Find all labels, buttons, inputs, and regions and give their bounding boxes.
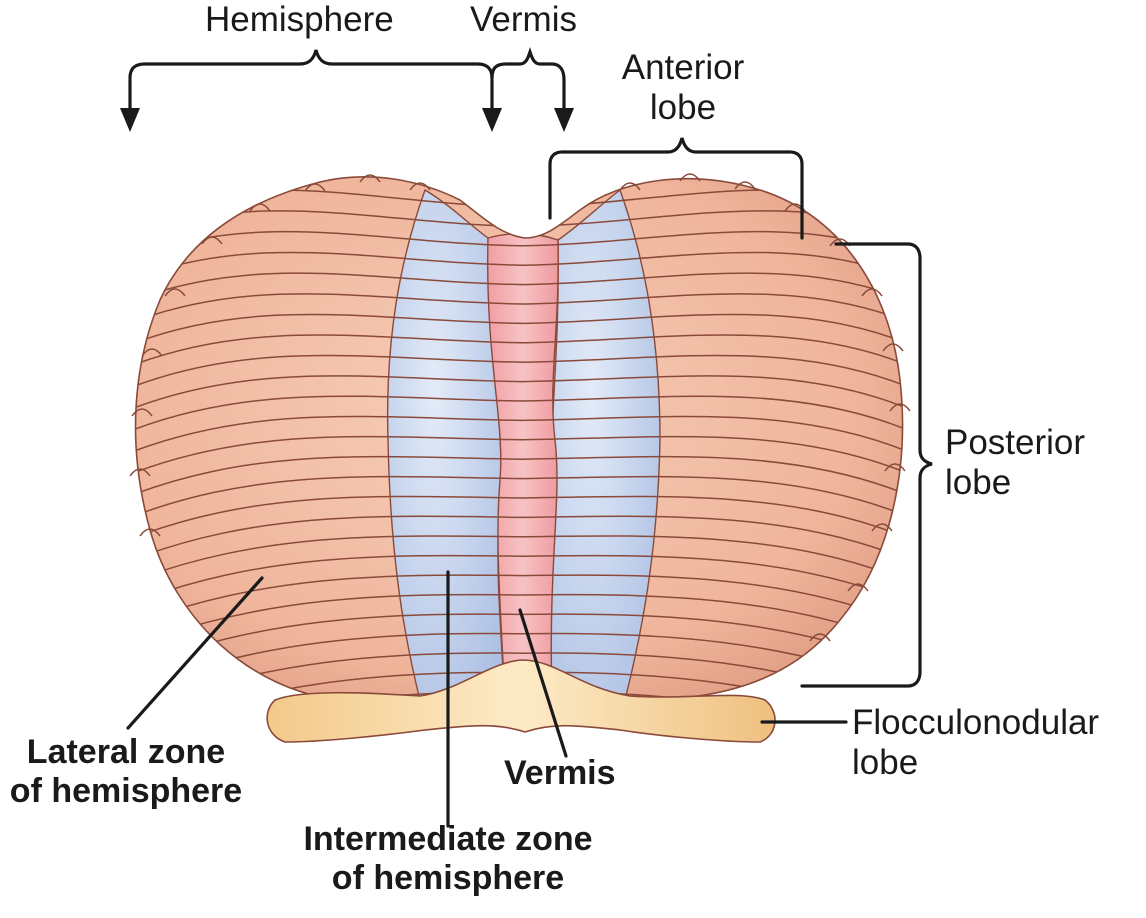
anterior-lobe-label: Anterior lobe: [621, 48, 745, 128]
folium-line: [135, 375, 903, 411]
folium-scallop: [359, 174, 381, 183]
folium-scallop: [139, 528, 161, 537]
folium-line: [135, 535, 903, 583]
folium-scallop: [882, 343, 904, 352]
folium-line: [135, 495, 903, 540]
folium-line: [135, 515, 903, 562]
folium-line: [135, 334, 903, 367]
vermis-region: [486, 233, 559, 700]
hemisphere-vermis-brackets: [120, 46, 574, 132]
folium-line: [135, 395, 903, 432]
flocculonodular-lobe-region: [266, 659, 776, 743]
intermediate-zone-label: Intermediate zone of hemisphere: [303, 820, 593, 898]
folium-line: [135, 554, 903, 605]
folium-line: [135, 593, 903, 648]
folium-line: [135, 475, 903, 519]
folia-lines: [135, 189, 903, 700]
folium-scallop: [734, 181, 756, 190]
folium-scallop: [131, 408, 153, 417]
folium-line: [135, 455, 903, 497]
folium-line: [135, 632, 903, 691]
lateral-zone-label: Lateral zone of hemisphere: [9, 733, 243, 811]
flocculonodular-lobe-label: Flocculonodular lobe: [852, 703, 1100, 783]
folium-scallop: [847, 583, 869, 592]
hemisphere-top-label: Hemisphere: [205, 0, 394, 39]
folium-line: [135, 272, 903, 303]
posterior-lobe-bracket: [800, 242, 933, 688]
folium-scallop: [809, 633, 831, 642]
folium-scallop: [409, 182, 431, 191]
folium-scallop: [201, 236, 223, 245]
folium-scallop: [164, 288, 186, 297]
folium-line: [135, 354, 903, 389]
folium-line: [135, 230, 903, 259]
folium-scallop: [884, 463, 906, 472]
folium-scallop: [871, 523, 893, 532]
anterior-lobe-bracket: [548, 137, 804, 240]
folium-scallop: [141, 348, 163, 357]
folium-scallop: [249, 203, 271, 212]
folium-scallop: [861, 288, 883, 297]
posterior-lobe-label: Posterior lobe: [945, 423, 1086, 503]
folium-scallop: [304, 183, 326, 192]
folium-line: [135, 415, 903, 454]
folium-scallop: [129, 468, 151, 477]
folium-scallop: [679, 173, 701, 182]
folium-line: [135, 251, 903, 281]
vermis-leader: [518, 608, 568, 758]
folium-line: [135, 435, 903, 475]
folium-scallop: [889, 403, 911, 412]
folium-line: [135, 293, 903, 324]
folium-scallop: [619, 182, 641, 191]
lateral-zone-leader: [126, 576, 264, 730]
folium-line: [135, 313, 903, 346]
vermis-top-label: Vermis: [470, 0, 577, 39]
vermis-bottom-label: Vermis: [504, 754, 616, 792]
folia-scallops: [129, 173, 911, 642]
